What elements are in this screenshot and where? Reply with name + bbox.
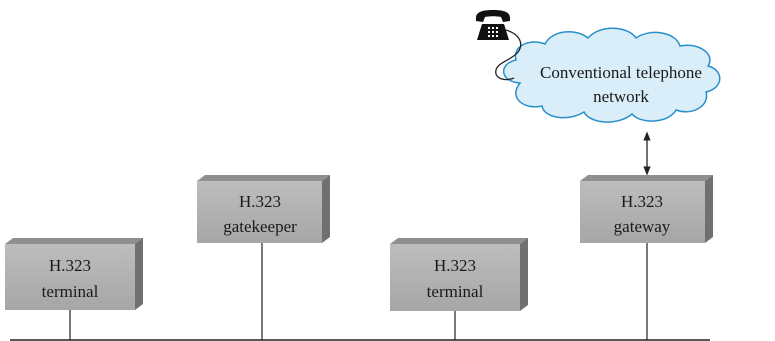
telephone-network-cloud: Conventional telephone network — [503, 27, 721, 123]
cloud-label-line2: network — [593, 87, 649, 106]
cloud-label-line1: Conventional telephone — [540, 63, 702, 82]
device-terminal-left: H.323 terminal — [5, 238, 143, 310]
device-label-line2: gatekeeper — [223, 217, 297, 236]
device-gateway: H.323 gateway — [580, 175, 713, 243]
device-terminal-right: H.323 terminal — [390, 238, 528, 311]
device-label-line1: H.323 — [434, 256, 476, 275]
device-label-line2: terminal — [427, 282, 484, 301]
device-label-line2: gateway — [614, 217, 671, 236]
device-label-line1: H.323 — [621, 192, 663, 211]
device-label-line2: terminal — [42, 282, 99, 301]
cloud-shape — [503, 27, 721, 123]
telephone-icon — [476, 10, 510, 40]
device-label-line1: H.323 — [49, 256, 91, 275]
device-label-line1: H.323 — [239, 192, 281, 211]
device-gatekeeper: H.323 gatekeeper — [197, 175, 330, 243]
phone-cord — [495, 29, 522, 81]
